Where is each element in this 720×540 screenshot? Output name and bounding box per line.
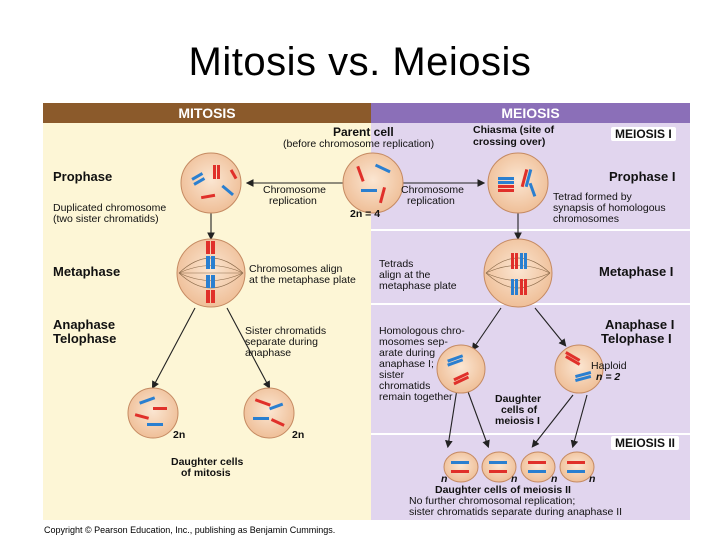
parent-ploidy-label: 2n = 4 (350, 208, 381, 220)
mitosis-daughter-label-2: of mitosis (181, 467, 231, 479)
chromosomes-align-label-2: at the metaphase plate (249, 274, 356, 286)
mitosis-daughter-label: Daughter cells (171, 456, 244, 468)
tetrad-label-3: chromosomes (553, 213, 619, 225)
tetrad-label-2: synapsis of homologous (553, 202, 666, 214)
anaphase-one-label: Anaphase I (605, 317, 675, 332)
chiasma-label: Chiasma (site of (473, 124, 555, 136)
telophase-one-label: Telophase I (601, 331, 672, 346)
chromosome-replication-right-2: replication (407, 195, 455, 207)
sister-chromatids-label-2: separate during (245, 336, 318, 348)
diagram-graphics (127, 152, 604, 483)
mitosis-header: MITOSIS (43, 103, 371, 123)
meiosis-one-daughter-label-2: cells of (501, 404, 538, 416)
mitosis-prophase-cell (180, 152, 242, 214)
mitosis-daughter-cell-left (127, 387, 179, 439)
duplicated-chromosome-label-2: (two sister chromatids) (53, 213, 159, 225)
meiosis-two-n-2: n (511, 473, 518, 485)
meiosis-two-n-1: n (441, 473, 448, 485)
mitosis-2n-right: 2n (292, 429, 305, 441)
prophase-label: Prophase (53, 169, 113, 184)
meiosis-divider-3 (371, 433, 690, 435)
sister-chromatids-label: Sister chromatids (245, 325, 327, 337)
chromosome-replication-left-2: replication (269, 195, 317, 207)
homologous-label-7: remain together (379, 391, 453, 403)
chiasma-label-2: crossing over) (473, 136, 546, 148)
chromosome-replication-left: Chromosome (263, 184, 327, 196)
meiosis-two-label: MEIOSIS II (611, 436, 680, 450)
meiosis-one-daughter-label: Daughter (495, 393, 542, 405)
meiosis-two-daughter-label: Daughter cells of meiosis II (435, 484, 571, 496)
parent-cell-note: (before chromosome replication) (283, 138, 435, 150)
mitosis-2n-left: 2n (173, 429, 186, 441)
homologous-label-1: Homologous chro- (379, 325, 465, 337)
telophase-label: Telophase (53, 331, 117, 346)
meiosis-one-daughter-cell-right (554, 344, 604, 394)
meiosis-two-n-4: n (589, 473, 596, 485)
copyright-notice: Copyright © Pearson Education, Inc., pub… (44, 525, 336, 535)
no-further-replication-label: No further chromosomal replication; (409, 495, 576, 507)
meiosis-prophase-cell (487, 152, 549, 214)
meiosis-one-daughter-label-3: meiosis I (495, 415, 540, 427)
meiosis-two-daughter-cells (443, 451, 595, 483)
meiosis-one-label: MEIOSIS I (611, 127, 676, 141)
haploid-label: Haploid (591, 360, 627, 372)
meiosis-divider-1 (371, 229, 690, 231)
prophase-one-label: Prophase I (609, 169, 676, 184)
mitosis-meiosis-figure: MITOSIS MEIOSIS (43, 103, 690, 520)
homologous-label-3: arate during (379, 347, 436, 359)
parent-cell-label: Parent cell (333, 125, 394, 139)
meiosis-metaphase-cell (483, 238, 553, 308)
homologous-label-4: anaphase I; (379, 358, 434, 370)
chromosome-replication-right: Chromosome (401, 184, 465, 196)
metaphase-one-label: Metaphase I (599, 264, 674, 279)
chromosomes-align-label: Chromosomes align (249, 263, 343, 275)
meiosis-header: MEIOSIS (371, 103, 690, 123)
mitosis-metaphase-cell (176, 238, 246, 308)
haploid-ploidy-label: n = 2 (596, 371, 621, 383)
mitosis-daughter-cell-right (243, 387, 295, 439)
metaphase-label: Metaphase (53, 264, 121, 279)
tetrads-align-label: Tetrads (379, 258, 414, 270)
duplicated-chromosome-label: Duplicated chromosome (53, 202, 167, 214)
tetrad-label: Tetrad formed by (553, 191, 632, 203)
tetrads-align-label-2: align at the (379, 269, 431, 281)
anaphase-label: Anaphase (53, 317, 116, 332)
homologous-label-5: sister (379, 369, 405, 381)
meiosis-one-daughter-cell-left (436, 344, 486, 394)
tetrads-align-label-3: metaphase plate (379, 280, 457, 292)
meiosis-two-n-3: n (551, 473, 558, 485)
parent-cell (342, 152, 404, 214)
homologous-label-2: mosomes sep- (379, 336, 448, 348)
sister-chromatids-label-3: anaphase (245, 347, 292, 359)
no-further-replication-label-2: sister chromatids separate during anapha… (409, 506, 623, 518)
slide-title: Mitosis vs. Meiosis (188, 40, 532, 84)
homologous-label-6: chromatids (379, 380, 431, 392)
